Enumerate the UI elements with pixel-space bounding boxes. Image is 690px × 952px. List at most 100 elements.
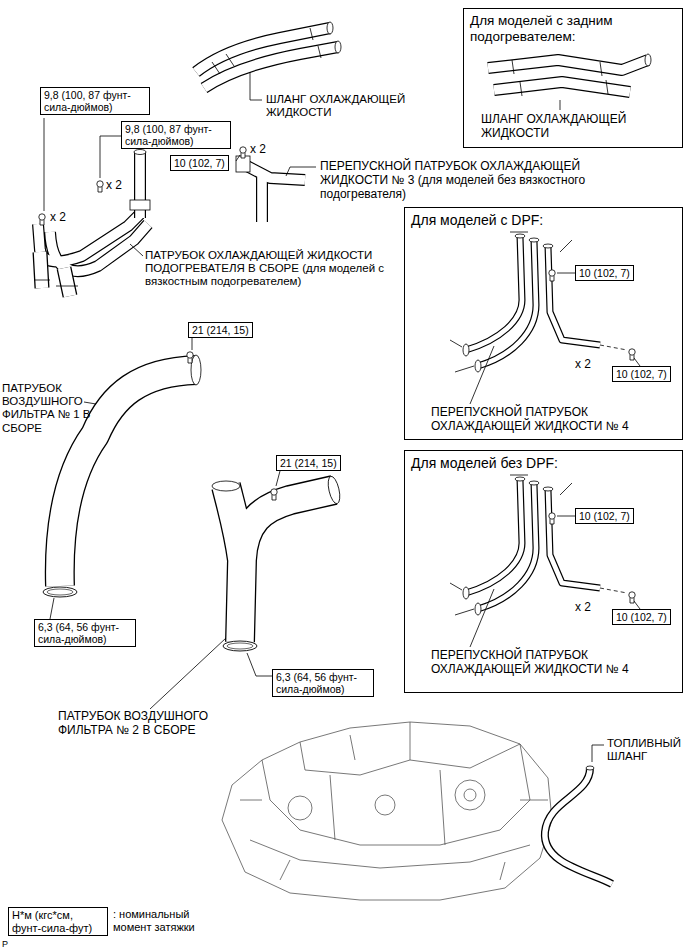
illustration-part	[464, 789, 476, 801]
torque-value: 9,8 (100, 87 фунт-сила-дюймов)	[125, 123, 227, 147]
illustration-part	[226, 486, 334, 642]
part-name: ПЕРЕПУСКНОЙ ПАТРУБОК ОХЛАЖДАЮЩЕЙ ЖИДКОСТ…	[431, 649, 663, 677]
illustration-part	[286, 167, 316, 176]
illustration-part	[592, 745, 604, 762]
quantity-note: x 2	[106, 179, 122, 193]
torque-box: Н*м (кгс*см, фунт-сила-фут)	[8, 907, 108, 936]
torque-value: 10 (102, 7)	[616, 368, 667, 380]
illustration-part	[250, 770, 530, 868]
torque-box: 21 (214, 15)	[276, 455, 341, 471]
torque-box: 21 (214, 15)	[188, 322, 253, 338]
illustration-part	[545, 768, 612, 884]
illustration-part	[150, 638, 226, 709]
part-name: ПАТРУБОК ВОЗДУШНОГО ФИЛЬТРА № 2 В СБОРЕ	[58, 710, 223, 738]
illustration-part	[134, 150, 146, 155]
part-name: ПЕРЕПУСКНОЙ ПАТРУБОК ОХЛАЖДАЮЩЕЙ ЖИДКОСТ…	[431, 406, 663, 434]
illustration-part	[100, 136, 121, 178]
illustration-part	[196, 28, 338, 88]
illustration-part	[226, 486, 334, 642]
illustration-part	[250, 72, 262, 100]
illustration-part	[271, 489, 277, 500]
illustration-part	[40, 252, 70, 296]
illustration-part	[240, 735, 548, 880]
torque-value: 21 (214, 15)	[280, 457, 337, 469]
torque-box: 6,3 (64, 56 фунт-сила-дюймов)	[272, 669, 374, 697]
illustration-part	[227, 643, 253, 649]
illustration-part	[586, 766, 594, 770]
variant-panel: Для моделей без DPF: ПЕРЕПУСКНОЙ ПАТРУБОК…	[404, 450, 683, 693]
illustration-part	[245, 165, 305, 222]
panel-heading: Для моделей с DPF:	[411, 212, 673, 228]
variant-panel: Для моделей с DPF: ПЕРЕПУСКНОЙ ПАТРУБОК О…	[404, 207, 683, 440]
torque-box: 10 (102, 7)	[612, 366, 671, 382]
torque-box: 6,3 (64, 56 фунт-сила-дюймов)	[34, 619, 136, 647]
illustration-part	[288, 796, 312, 820]
illustration-part	[212, 28, 321, 74]
illustration-part	[240, 147, 246, 158]
illustration-part	[512, 60, 608, 96]
part-name: ПАТРУБОК ВОЗДУШНОГО ФИЛЬТРА № 1 В СБОРЕ	[2, 382, 110, 435]
variant-panel: Для моделей с задним подогревателем: ШЛАН…	[463, 8, 683, 148]
torque-box: 10 (102, 7)	[575, 265, 634, 281]
torque-value: 21 (214, 15)	[192, 324, 249, 336]
illustration-part	[247, 653, 272, 676]
illustration-part	[488, 60, 648, 92]
illustration-part	[84, 402, 96, 404]
torque-value: 9,8 (100, 87 фунт-сила-дюймов)	[44, 89, 146, 113]
illustration-part	[43, 587, 77, 597]
quantity-note: x 2	[50, 211, 66, 225]
illustration-part	[130, 200, 150, 210]
illustration-part	[245, 165, 305, 222]
torque-box: 9,8 (100, 87 фунт-сила-дюймов)	[40, 87, 150, 115]
illustration-part	[645, 54, 651, 66]
part-name: ТОПЛИВНЫЙ ШЛАНГ	[607, 737, 687, 763]
illustration-part	[50, 598, 54, 619]
legend-entry: : номинальный момент затяжки	[113, 908, 225, 933]
illustration-part	[47, 589, 73, 595]
illustration-part	[326, 475, 342, 505]
torque-value: 6,3 (64, 56 фунт-сила-дюймов)	[276, 671, 370, 695]
illustration-part	[34, 280, 78, 286]
illustration-part	[276, 471, 280, 486]
illustration-part	[40, 252, 70, 296]
illustration-part	[191, 355, 201, 385]
quantity-note: x 2	[575, 601, 591, 615]
illustration-part	[212, 481, 240, 491]
illustration-part	[222, 722, 552, 900]
illustration-part	[455, 780, 485, 810]
torque-value: 10 (102, 7)	[174, 157, 225, 169]
illustration-part	[39, 214, 45, 225]
illustration-part	[300, 722, 520, 775]
illustration-part	[196, 28, 338, 88]
illustration-part	[236, 155, 240, 161]
torque-box: 10 (102, 7)	[575, 508, 634, 524]
illustration-part	[187, 352, 193, 363]
part-name: ШЛАНГ ОХЛАЖДАЮЩЕЙ ЖИДКОСТИ	[481, 113, 671, 141]
torque-value: 6,3 (64, 56 фунт-сила-дюймов)	[38, 621, 132, 645]
part-name: ПЕРЕПУСКНОЙ ПАТРУБОК ОХЛАЖДАЮЩЕЙ ЖИДКОСТ…	[320, 160, 620, 201]
illustration-part	[44, 118, 45, 211]
illustration-part	[375, 795, 395, 815]
torque-value: 10 (102, 7)	[579, 510, 630, 522]
legend-text: : номинальный момент затяжки	[113, 908, 195, 933]
illustration-part	[192, 338, 193, 350]
illustration-part	[97, 181, 103, 192]
quantity-note: x 2	[575, 358, 591, 372]
panel-heading: Для моделей с задним подогревателем:	[470, 13, 675, 44]
illustration-part	[560, 100, 561, 110]
page-mark: P	[2, 939, 8, 949]
part-name: ШЛАНГ ОХЛАЖДАЮЩЕЙ ЖИДКОСТИ	[266, 93, 471, 119]
illustration-part	[327, 22, 333, 34]
torque-value: 10 (102, 7)	[616, 611, 667, 623]
illustration-part	[488, 60, 648, 92]
torque-box: 10 (102, 7)	[170, 155, 229, 171]
illustration-part	[545, 768, 612, 884]
quantity-note: x 2	[250, 143, 266, 157]
torque-box: 9,8 (100, 87 фунт-сила-дюймов)	[121, 121, 231, 149]
illustration-part	[335, 41, 341, 53]
torque-value: 10 (102, 7)	[579, 267, 630, 279]
panel-heading: Для моделей без DPF:	[411, 455, 673, 471]
torque-box: 10 (102, 7)	[612, 609, 671, 625]
